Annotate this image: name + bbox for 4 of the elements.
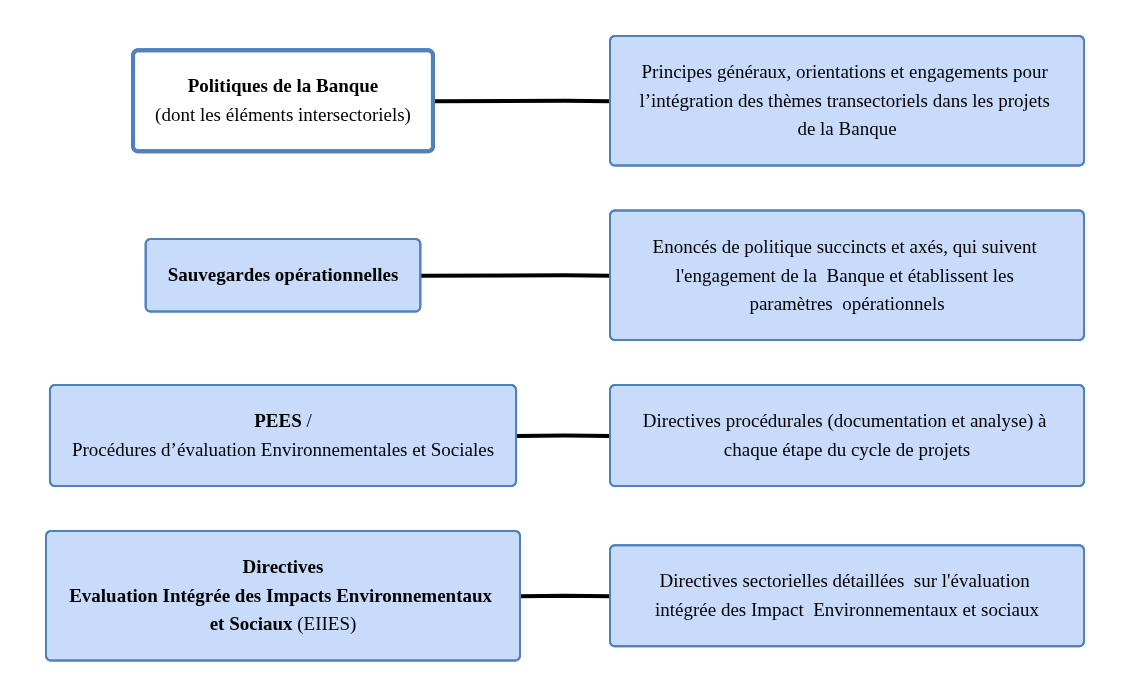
connector [433,98,611,103]
connector [520,593,611,598]
connector [516,433,611,438]
connector [420,273,611,278]
